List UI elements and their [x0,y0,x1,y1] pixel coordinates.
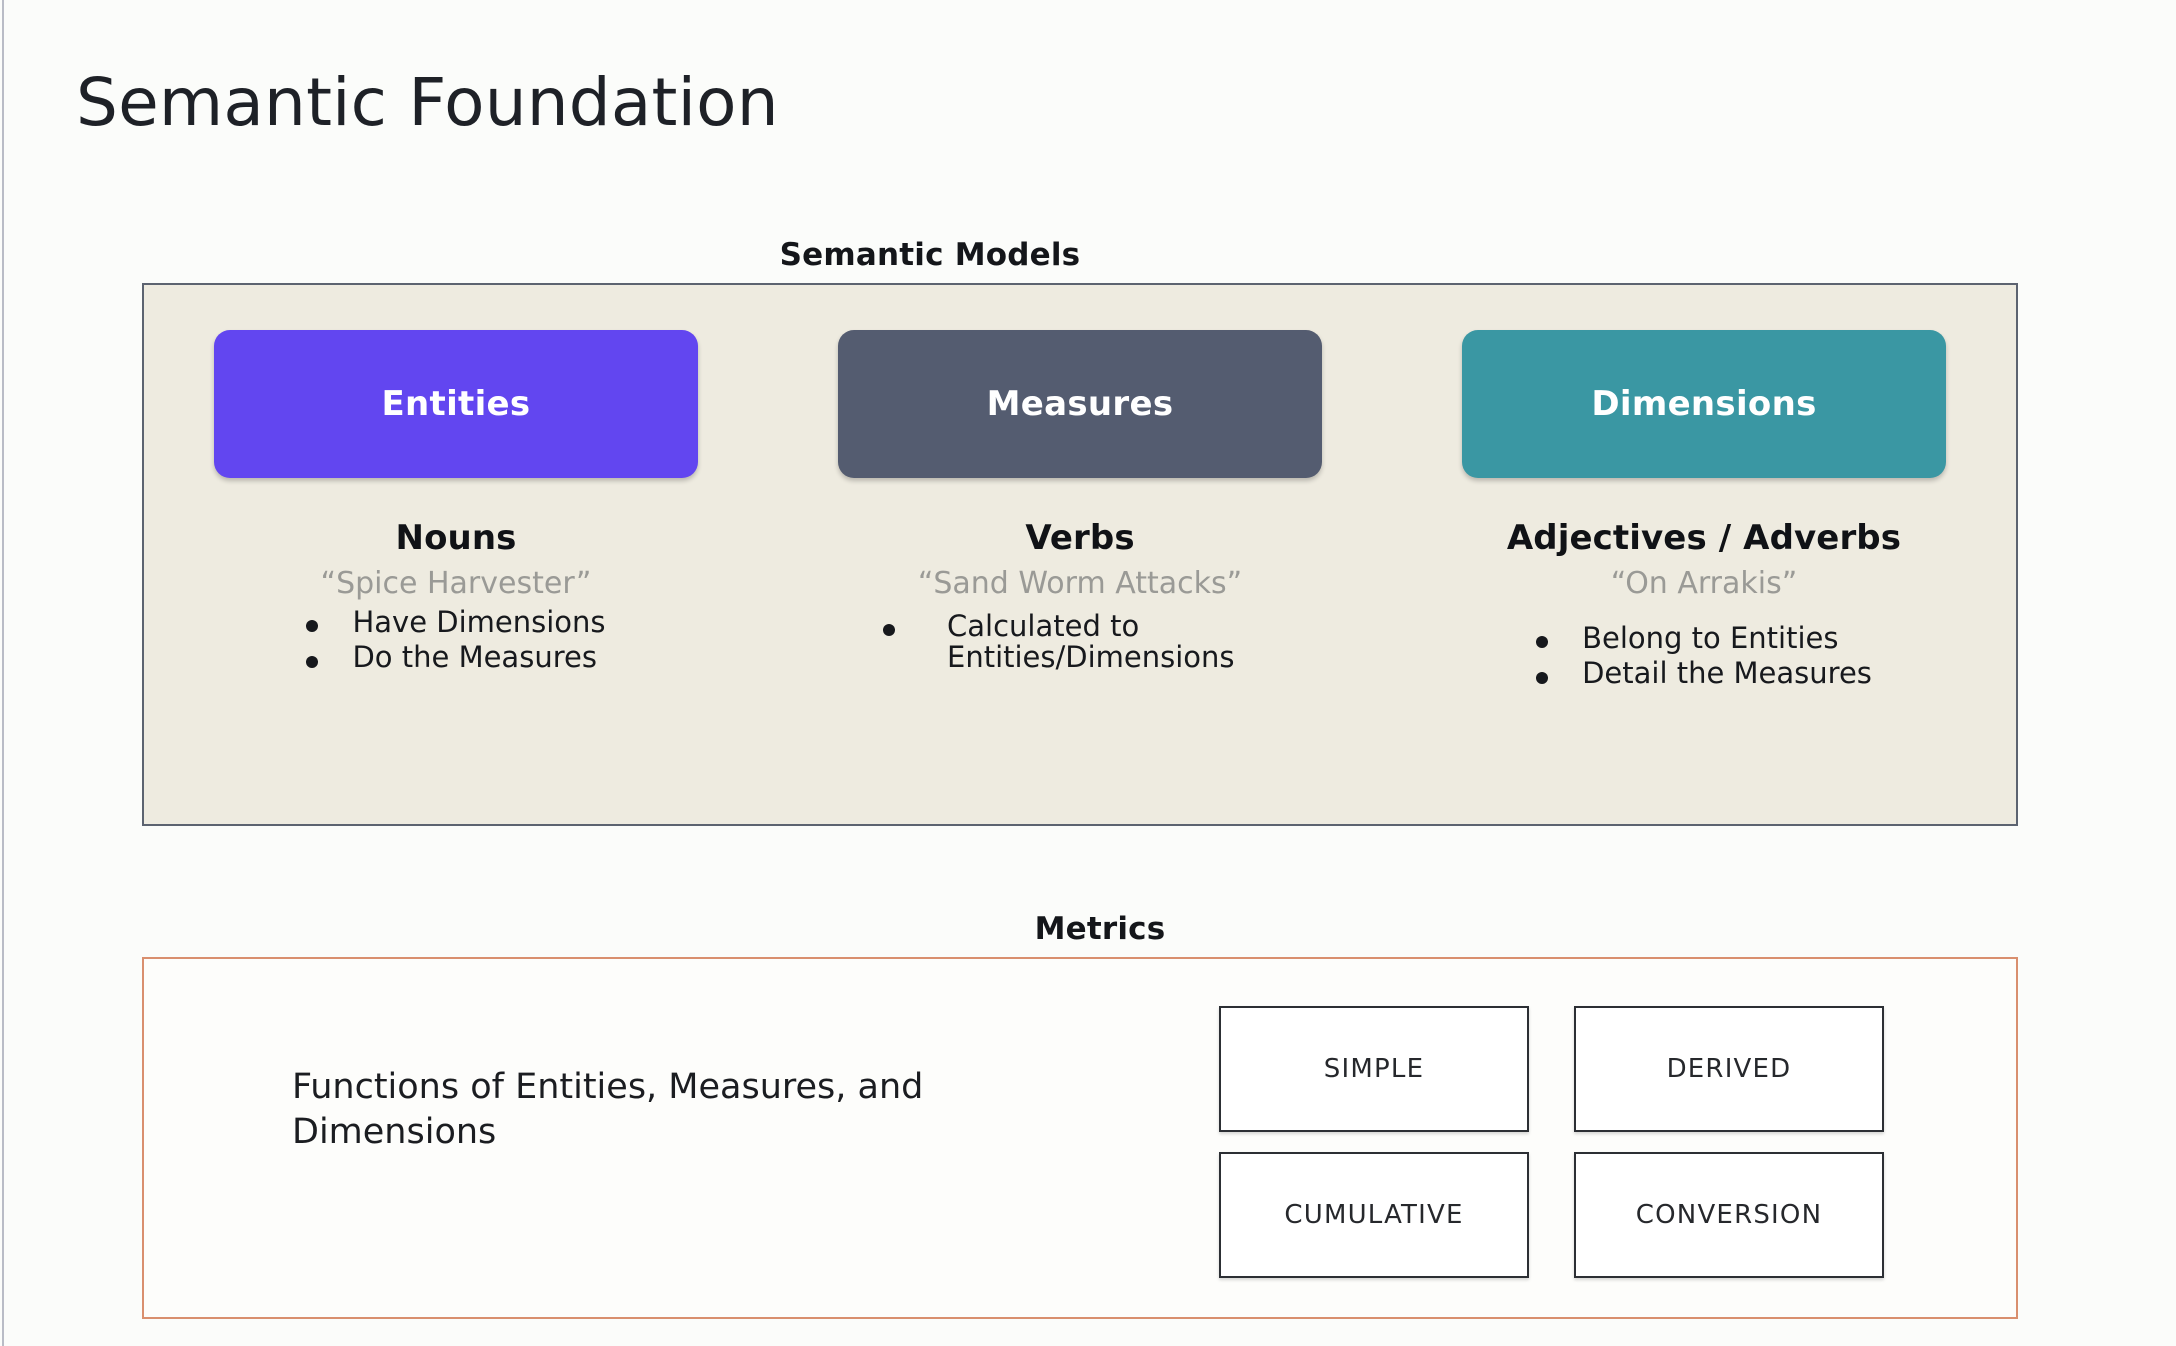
measures-pill-label: Measures [986,384,1174,424]
measures-pill[interactable]: Measures [838,330,1322,478]
bullet-dot-icon [1536,671,1549,684]
metric-type-conversion[interactable]: CONVERSION [1574,1152,1884,1278]
measures-part-of-speech: Verbs [1025,518,1135,558]
dimensions-bullet-list: Belong to Entities Detail the Measures [1392,621,2016,694]
metric-type-label: CUMULATIVE [1284,1200,1464,1230]
list-item: Do the Measures [306,640,605,675]
list-item-label: Belong to Entities [1582,621,1839,655]
dimensions-example: “On Arrakis” [1610,566,1798,601]
metric-type-derived[interactable]: DERIVED [1574,1006,1884,1132]
dimensions-pill[interactable]: Dimensions [1462,330,1946,478]
entities-bullet-list: Have Dimensions Do the Measures [144,605,768,678]
metric-type-simple[interactable]: SIMPLE [1219,1006,1529,1132]
metrics-panel: Functions of Entities, Measures, and Dim… [142,957,2018,1319]
left-edge-rule [2,0,4,1346]
list-item-label: Detail the Measures [1582,656,1872,691]
semantic-models-heading: Semantic Models [779,237,1081,273]
semantic-model-column-dimensions: Dimensions Adjectives / Adverbs “On Arra… [1392,285,2016,824]
list-item-label: Have Dimensions [352,605,606,639]
metric-type-label: SIMPLE [1323,1054,1425,1084]
list-item: Belong to Entities [1536,621,1872,655]
list-item: Calculated to Entities/Dimensions [883,609,1277,675]
metric-type-cumulative[interactable]: CUMULATIVE [1219,1152,1529,1278]
metric-type-label: CONVERSION [1635,1200,1823,1230]
measures-example: “Sand Worm Attacks” [917,566,1243,601]
bullet-dot-icon [306,655,319,668]
dimensions-pill-label: Dimensions [1591,384,1817,424]
list-item: Have Dimensions [306,605,606,639]
list-item: Detail the Measures [1536,656,1872,691]
semantic-models-panel: Entities Nouns “Spice Harvester” Have Di… [142,283,2018,826]
bullet-dot-icon [1536,636,1549,649]
semantic-model-column-entities: Entities Nouns “Spice Harvester” Have Di… [144,285,768,824]
entities-pill[interactable]: Entities [214,330,698,478]
list-item-label: Do the Measures [352,640,597,675]
entities-pill-label: Entities [381,384,531,424]
metric-type-label: DERIVED [1666,1054,1792,1084]
bullet-dot-icon [306,620,319,633]
semantic-models-columns: Entities Nouns “Spice Harvester” Have Di… [144,285,2016,824]
measures-bullet-list: Calculated to Entities/Dimensions [768,609,1392,678]
list-item-label: Calculated to Entities/Dimensions [947,609,1235,675]
bullet-dot-icon [883,624,895,637]
metrics-heading: Metrics [1034,911,1166,947]
entities-part-of-speech: Nouns [395,518,517,558]
metrics-description: Functions of Entities, Measures, and Dim… [292,1067,924,1152]
semantic-model-column-measures: Measures Verbs “Sand Worm Attacks” Calcu… [768,285,1392,824]
page-title: Semantic Foundation [76,64,779,141]
entities-example: “Spice Harvester” [320,566,592,601]
metric-type-grid: SIMPLE DERIVED CUMULATIVE CONVERSION [1219,1006,1884,1278]
dimensions-part-of-speech: Adjectives / Adverbs [1506,518,1902,558]
